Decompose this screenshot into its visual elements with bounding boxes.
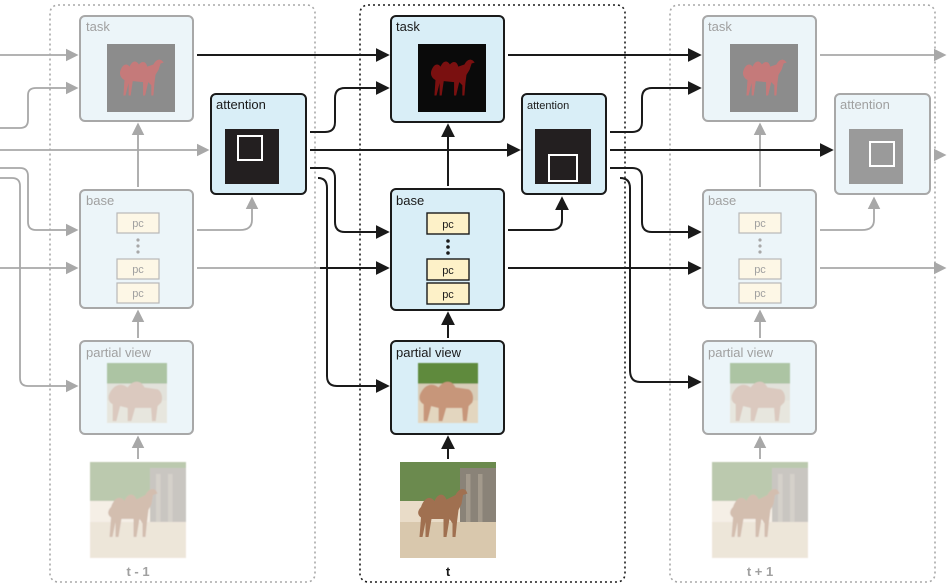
base-label: base (708, 193, 736, 208)
task-label: task (86, 19, 110, 34)
current-to-next-dark (508, 48, 834, 389)
partial-view-image (730, 363, 790, 423)
timestep-container-prev (49, 4, 316, 583)
pc-box (426, 282, 470, 305)
attention-prev: attention (210, 93, 307, 195)
attention-label: attention (527, 100, 569, 112)
pc-label: pc (132, 218, 144, 230)
pc-label: pc (754, 264, 766, 276)
ellipsis-dot (446, 251, 450, 255)
partial-view-image (418, 363, 478, 423)
pc-box (116, 212, 160, 234)
pc-box (116, 282, 160, 304)
ellipsis-dot (758, 244, 762, 248)
prev-to-current-gray (197, 196, 320, 269)
pc-box (426, 258, 470, 281)
attention-map (535, 129, 591, 184)
ellipsis-dot (136, 238, 140, 242)
step-current: task base pc pc pc partial view t (390, 15, 505, 579)
partial-view-label: partial view (86, 345, 152, 360)
pc-label: pc (442, 265, 454, 277)
pc-label: pc (132, 264, 144, 276)
pc-label: pc (442, 289, 454, 301)
glimpse-square-icon (548, 154, 578, 182)
partial-view-image (107, 363, 167, 423)
step-prev: task base pc pc pc partial view t - 1 (79, 15, 194, 579)
attention-map (225, 129, 279, 184)
ellipsis-dot (136, 244, 140, 248)
ellipsis-dot (446, 245, 450, 249)
attention-current: attention (521, 93, 607, 195)
ellipsis-dot (758, 250, 762, 254)
pc-label: pc (132, 288, 144, 300)
ellipsis-dot (136, 250, 140, 254)
next-outgoing-gray (820, 48, 947, 275)
time-label: t + 1 (747, 564, 773, 579)
input-image (400, 462, 496, 558)
pc-label: pc (754, 218, 766, 230)
task-label: task (396, 19, 420, 34)
base-box (390, 188, 505, 311)
pc-label: pc (442, 219, 454, 231)
attention-label: attention (216, 97, 266, 112)
task-label: task (708, 19, 732, 34)
input-image (90, 462, 186, 558)
base-box (702, 189, 817, 309)
incoming-arrows (0, 48, 210, 393)
attention-label: attention (840, 97, 890, 112)
pc-box (426, 212, 470, 235)
pc-box (738, 258, 782, 280)
time-label: t (446, 564, 451, 579)
ellipsis-dot (446, 239, 450, 243)
prev-to-current-dark (197, 48, 569, 393)
base-label: base (86, 193, 114, 208)
glimpse-square-icon (869, 141, 895, 167)
pc-label: pc (754, 288, 766, 300)
timestep-container-current (359, 4, 626, 583)
pc-box (116, 258, 160, 280)
step-next: task attention base pc pc pc partial vie… (702, 15, 931, 579)
pc-box (738, 282, 782, 304)
base-label: base (396, 193, 424, 208)
partial-view-label: partial view (708, 345, 774, 360)
partial-view-label: partial view (396, 345, 462, 360)
timestep-container-next (669, 4, 936, 583)
time-label: t - 1 (126, 564, 149, 579)
pc-box (738, 212, 782, 234)
glimpse-square-icon (237, 135, 263, 161)
base-box (79, 189, 194, 309)
ellipsis-dot (758, 238, 762, 242)
input-image (712, 462, 808, 558)
